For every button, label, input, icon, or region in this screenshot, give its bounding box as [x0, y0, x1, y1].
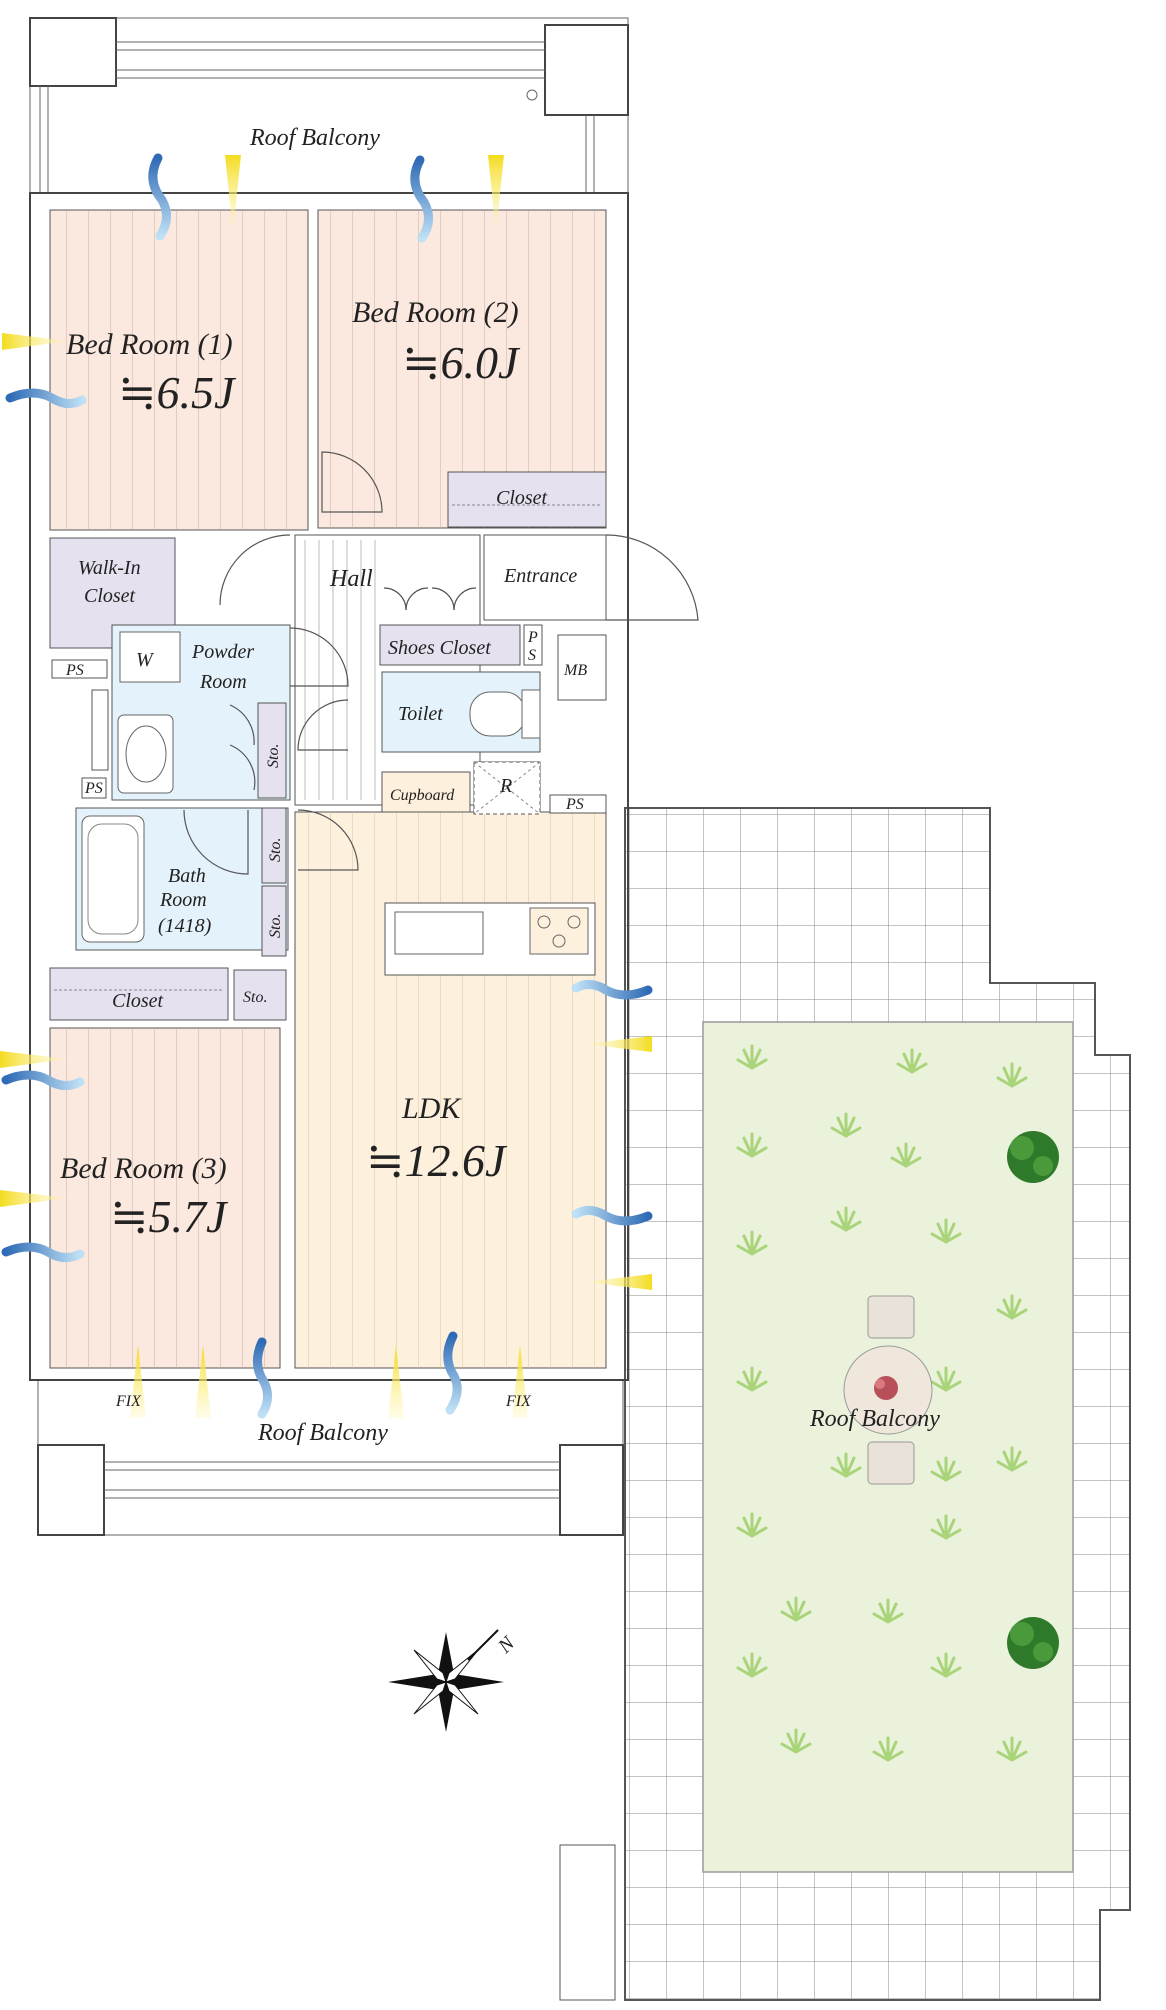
bath-room-label-2: Room: [159, 889, 207, 911]
bath-room-label-1: Bath: [168, 865, 206, 887]
shoes-closet: [379, 624, 521, 666]
powder-room-label-1: Powder: [191, 641, 254, 663]
mb-box: [557, 634, 607, 701]
closet-top-label: Closet: [496, 487, 548, 509]
compass-north-label: N: [493, 1631, 520, 1658]
bed-room-1: [49, 209, 309, 531]
bed-room-3-name: Bed Room (3): [60, 1152, 227, 1185]
entrance: [483, 534, 607, 621]
toilet-label: Toilet: [398, 703, 443, 725]
cupboard: [381, 771, 471, 813]
pipe-shaft: [91, 689, 109, 771]
roof-balcony-top: [29, 17, 629, 194]
garden-table-set: [843, 1295, 933, 1485]
ps-box-vertical: [523, 624, 543, 666]
cooktop: [529, 907, 589, 955]
bed-room-2-size: ≒6.0J: [402, 337, 521, 388]
closet-mid-label: Closet: [112, 990, 164, 1012]
walk-in-closet-label-2: Closet: [84, 585, 136, 607]
roof-balcony-bottom-label: Roof Balcony: [257, 1420, 388, 1446]
storage-2-label: Sto.: [267, 838, 284, 862]
ldk: [294, 761, 607, 1369]
shoes-closet-label: Shoes Closet: [388, 637, 491, 659]
storage-4: [233, 969, 287, 1021]
bed-room-1-size: ≒6.5J: [118, 367, 237, 418]
ps-label-small: PS: [84, 780, 103, 797]
storage-1-label: Sto.: [265, 744, 282, 768]
closet-mid: [49, 967, 229, 1021]
toilet-bowl: [469, 691, 526, 737]
entrance-label: Entrance: [503, 565, 577, 587]
compass-icon: [388, 1629, 504, 1732]
door-swings: [183, 451, 699, 875]
bed-room-3: [49, 1027, 281, 1369]
ps-label-left: PS: [65, 662, 84, 679]
storage-1: [257, 702, 287, 799]
roof-balcony-bottom: [37, 1379, 624, 1536]
ps-box-ldk: [549, 794, 607, 814]
ldk-name: LDK: [401, 1092, 462, 1125]
sunlight-indicators: [0, 155, 652, 1418]
bed-room-2-name: Bed Room (2): [352, 296, 519, 329]
grass-decoration: [736, 1044, 1028, 1762]
bathtub: [81, 815, 145, 943]
ps-vertical-label-1: P: [527, 629, 538, 646]
powder-room-label-2: Room: [199, 671, 247, 693]
hall: [294, 534, 481, 806]
storage-3: [261, 885, 287, 957]
kitchen-sink: [394, 911, 484, 955]
wind-indicators: [1, 153, 653, 1419]
mb-label: MB: [563, 662, 587, 679]
hall-floorboards: [304, 540, 376, 800]
fix-label-right: FIX: [505, 1393, 532, 1410]
ps-vertical-label-2: S: [528, 647, 536, 664]
bed-room-1-name: Bed Room (1): [66, 328, 233, 361]
cupboard-label: Cupboard: [390, 787, 455, 804]
storage-3-label: Sto.: [267, 914, 284, 938]
shrub-2: [1007, 1617, 1059, 1669]
roof-balcony-garden-label: Roof Balcony: [809, 1406, 940, 1432]
hall-label: Hall: [329, 566, 373, 592]
ps-box-left: [51, 659, 108, 679]
washer-label: W: [136, 649, 155, 671]
walk-in-closet-label-1: Walk-In: [78, 557, 141, 579]
shrub-1: [1007, 1131, 1059, 1183]
storage-2: [261, 807, 287, 884]
ldk-size: ≒12.6J: [366, 1135, 508, 1186]
fix-label-left: FIX: [115, 1393, 142, 1410]
roof-balcony-top-label: Roof Balcony: [249, 125, 380, 151]
ps-box-small: [81, 777, 107, 799]
ps-label-ldk: PS: [565, 796, 584, 813]
bath-room-label-3: (1418): [158, 915, 212, 937]
washer: [119, 631, 181, 683]
refrigerator-label: R: [499, 775, 512, 797]
bed-room-3-size: ≒5.7J: [110, 1191, 229, 1242]
closet-top: [447, 471, 607, 528]
storage-4-label: Sto.: [243, 989, 267, 1006]
